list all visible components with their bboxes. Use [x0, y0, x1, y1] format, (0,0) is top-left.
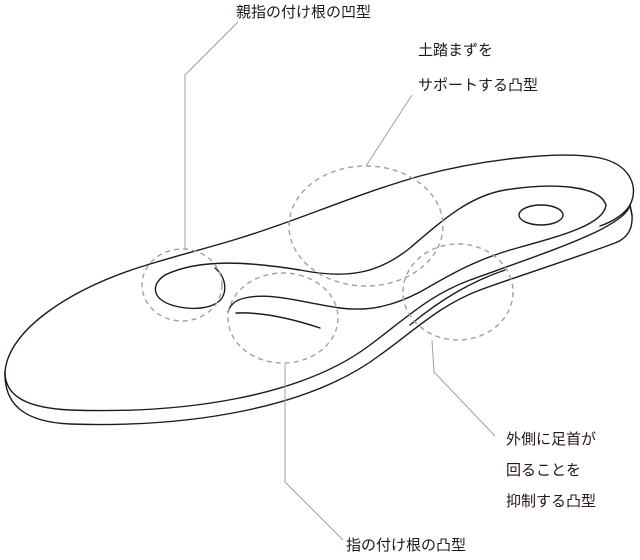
heel-hole	[518, 204, 564, 226]
label-arch-line-2: サポートする凸型	[418, 76, 539, 94]
label-ankle-line-1: 外側に足首が	[506, 430, 597, 448]
label-ankle-line-3: 抑制する凸型	[506, 492, 597, 510]
label-ankle-line-2: 回ることを	[506, 461, 582, 479]
arch-circle	[288, 165, 444, 287]
ankle-circle	[402, 243, 514, 341]
label-toe-base: 指の付け根の凸型	[346, 536, 467, 554]
label-big-toe-base: 親指の付け根の凹型	[236, 3, 372, 21]
big-toe-base-circle	[141, 248, 223, 322]
label-arch-line-1: 土踏まずを	[418, 41, 494, 59]
toe-base-circle	[227, 272, 339, 364]
insole-outline	[4, 154, 635, 426]
leader-ankle	[431, 339, 496, 437]
leader-arch	[365, 94, 413, 167]
leader-big-toe-base	[184, 21, 239, 249]
leader-toe-base	[284, 364, 344, 541]
